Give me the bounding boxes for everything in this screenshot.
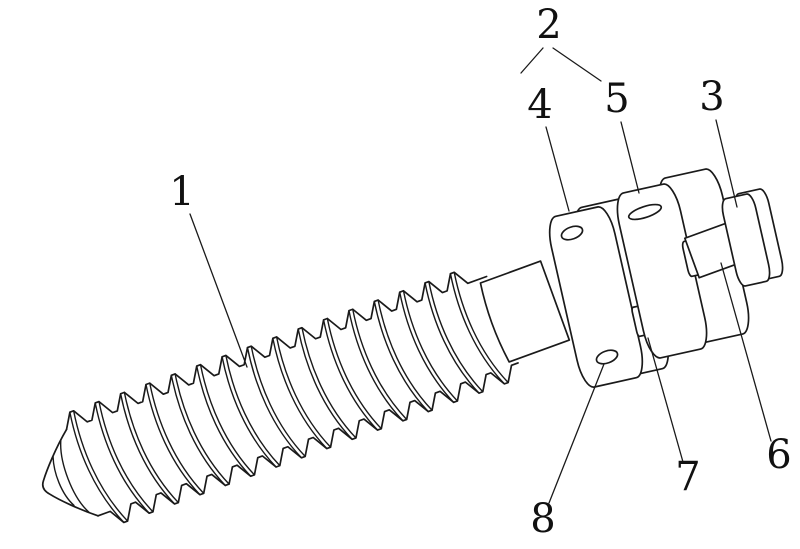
leader-line-2-left (520, 47, 544, 74)
reference-numerals: 1 2 4 5 3 6 7 8 (169, 2, 791, 542)
threaded-shaft (41, 260, 571, 524)
leader-line-4 (545, 126, 570, 212)
shaft-neck (479, 260, 571, 363)
screw-tip-cone (41, 428, 99, 517)
leader-line-5 (620, 121, 640, 194)
thread-path (65, 271, 488, 431)
end-flange-face (720, 193, 772, 288)
label-6: 6 (766, 432, 791, 478)
front-collar-face (545, 205, 647, 390)
label-1: 1 (169, 169, 194, 215)
label-2: 2 (536, 2, 561, 48)
tip-thread-arc-1 (60, 439, 91, 514)
tip-thread-arc-2 (52, 455, 75, 507)
label-4: 4 (527, 82, 552, 128)
leader-line-3 (715, 119, 738, 208)
label-5: 5 (604, 76, 629, 122)
rear-block-slot (627, 203, 663, 221)
collar-hole-upper (560, 225, 584, 241)
leader-line-7 (647, 337, 684, 463)
thread-path (97, 362, 519, 524)
worm-screw (41, 167, 785, 524)
thread-path (69, 271, 509, 524)
label-3: 3 (699, 74, 724, 120)
collar-hole-lower (595, 349, 619, 365)
thread-profile (65, 271, 519, 524)
leader-line-8 (548, 363, 605, 504)
label-7: 7 (675, 454, 700, 500)
leader-line-6 (720, 262, 772, 442)
leader-line-1 (189, 213, 248, 368)
leader-lines (189, 47, 772, 504)
leader-line-2-right (552, 47, 602, 82)
label-8: 8 (530, 496, 555, 542)
collar-assembly (545, 167, 785, 390)
